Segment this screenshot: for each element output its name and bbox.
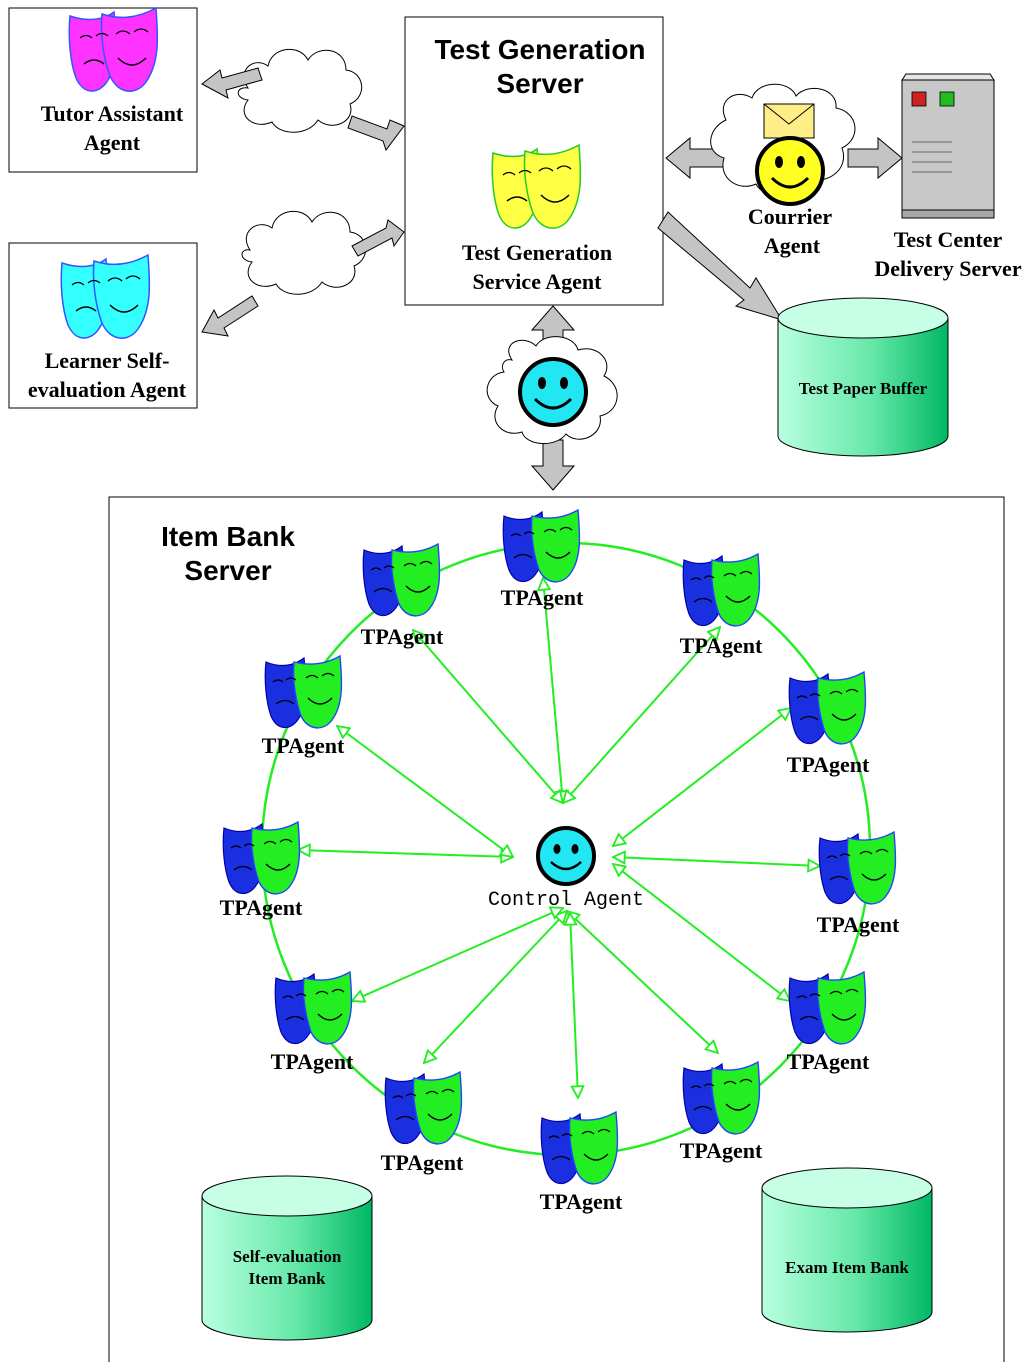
courier-label-line1: Courrier [748, 204, 833, 229]
courier-arrow-right [847, 136, 903, 180]
theatre-masks-icon [60, 253, 151, 339]
tp-agent-8: TPAgent [381, 1070, 464, 1175]
theatre-masks-icon [491, 143, 582, 229]
tp-agent-11: TPAgent [262, 654, 345, 758]
test-generation-title-line1: Test Generation [434, 34, 645, 65]
control-links [298, 578, 820, 1098]
self-evaluation-item-bank: Self-evaluation Item Bank [201, 1175, 373, 1341]
bridge-arrow-down [530, 439, 576, 491]
tp-agent-label: TPAgent [381, 1150, 464, 1175]
theatre-masks-icon [264, 654, 343, 729]
tp-agent-4: TPAgent [817, 830, 900, 937]
self-bank-label-line2: Item Bank [249, 1269, 327, 1288]
item-bank-server-panel: Item Bank Server TPAgentTPAgentTPAgentTP… [108, 496, 1005, 1362]
control-link-6 [567, 911, 718, 1053]
theatre-masks-icon [68, 6, 159, 92]
cloud-icon [241, 210, 366, 295]
control-link-9 [352, 908, 563, 1001]
item-bank-title-line1: Item Bank [161, 521, 295, 552]
server-tower-icon [901, 73, 995, 219]
delivery-label-line1: Test Center [894, 227, 1003, 252]
test-generation-server-panel: Test Generation Server Test Generation S… [404, 16, 664, 306]
tp-agent-label: TPAgent [501, 585, 584, 610]
theatre-masks-icon [502, 508, 581, 583]
smiley-icon [755, 136, 825, 206]
learner-self-evaluation-panel: Learner Self- evaluation Agent [8, 242, 198, 409]
delivery-server-group: Test Center Delivery Server [874, 73, 1022, 281]
tp-agent-1: TPAgent [501, 508, 584, 610]
learner-label-line2: evaluation Agent [28, 377, 187, 402]
tp-agent-label: TPAgent [262, 733, 345, 758]
control-agent: Control Agent [488, 826, 644, 912]
theatre-masks-icon [362, 542, 441, 617]
control-link-12 [413, 630, 563, 803]
theatre-masks-icon [222, 820, 301, 895]
theatre-masks-icon [788, 670, 867, 745]
tp-agent-6: TPAgent [680, 1060, 763, 1163]
theatre-masks-icon [384, 1070, 463, 1145]
smiley-icon [518, 357, 588, 427]
theatre-masks-icon [540, 1110, 619, 1185]
learner-link [201, 210, 405, 337]
tutor-link-arrow-right [347, 115, 405, 152]
test-generation-title-line2: Server [496, 68, 583, 99]
server-bridge-link [486, 305, 618, 491]
tp-agent-label: TPAgent [817, 912, 900, 937]
tp-agent-5: TPAgent [787, 970, 870, 1074]
theatre-masks-icon [818, 830, 897, 905]
theatre-masks-icon [682, 1060, 761, 1135]
learner-link-arrow-left [201, 295, 259, 337]
tp-agent-12: TPAgent [361, 542, 444, 649]
tutor-link-arrow-left [201, 67, 263, 99]
tp-agent-label: TPAgent [787, 752, 870, 777]
item-bank-title-line2: Server [184, 555, 271, 586]
tutor-link [201, 48, 405, 152]
exam-item-bank: Exam Item Bank [761, 1167, 933, 1333]
smiley-icon [536, 826, 596, 886]
envelope-icon [763, 103, 815, 139]
tp-agent-2: TPAgent [680, 552, 763, 658]
service-agent-label-line1: Test Generation [462, 240, 612, 265]
tp-agent-label: TPAgent [271, 1049, 354, 1074]
theatre-masks-icon [682, 552, 761, 627]
buffer-label: Test Paper Buffer [799, 379, 928, 398]
tutor-assistant-panel: Tutor Assistant Agent [8, 6, 198, 173]
exam-bank-label: Exam Item Bank [785, 1258, 909, 1277]
self-bank-label-line1: Self-evaluation [233, 1247, 342, 1266]
learner-label-line1: Learner Self- [45, 348, 170, 373]
buffer-arrow [657, 211, 784, 321]
control-link-7 [570, 913, 578, 1098]
theatre-masks-icon [274, 970, 353, 1045]
tp-agent-label: TPAgent [680, 1138, 763, 1163]
cloud-icon [237, 48, 362, 133]
tp-agent-label: TPAgent [787, 1049, 870, 1074]
service-agent-label-line2: Service Agent [473, 269, 603, 294]
theatre-masks-icon [788, 970, 867, 1045]
learner-link-arrow-right [351, 219, 405, 257]
tp-agent-10: TPAgent [220, 820, 303, 920]
delivery-label-line2: Delivery Server [874, 256, 1021, 281]
tp-agent-label: TPAgent [220, 895, 303, 920]
courier-agent-group: Courrier Agent [665, 83, 903, 258]
tp-agents: TPAgentTPAgentTPAgentTPAgentTPAgentTPAge… [220, 508, 900, 1214]
control-agent-label: Control Agent [488, 889, 644, 912]
tp-agent-label: TPAgent [361, 624, 444, 649]
tp-agent-label: TPAgent [680, 633, 763, 658]
test-paper-buffer: Test Paper Buffer [777, 297, 949, 457]
tp-agent-9: TPAgent [271, 970, 354, 1074]
tp-agent-7: TPAgent [540, 1110, 623, 1214]
tutor-label-line1: Tutor Assistant [41, 101, 184, 126]
control-link-3 [613, 708, 791, 846]
tp-agent-label: TPAgent [540, 1189, 623, 1214]
tutor-label-line2: Agent [84, 130, 141, 155]
courier-label-line2: Agent [764, 233, 821, 258]
tp-agent-3: TPAgent [787, 670, 870, 777]
